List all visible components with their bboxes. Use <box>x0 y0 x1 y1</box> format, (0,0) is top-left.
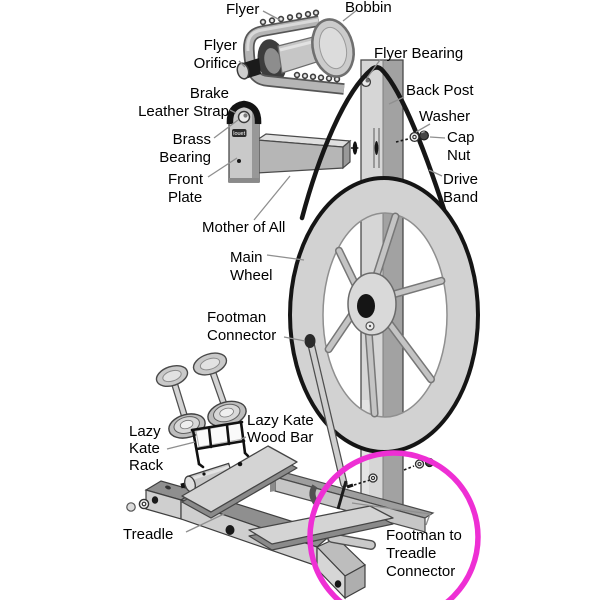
label-lazy-kate-rack-1: Lazy <box>129 423 161 440</box>
label-drive-band-2: Band <box>443 189 478 206</box>
treadle-pivot-bar <box>180 462 235 493</box>
label-lazy-kate-wood-bar-1: Lazy Kate <box>247 412 314 429</box>
treadle-plate-right <box>248 505 394 551</box>
label-front-plate-1: Front <box>168 171 204 188</box>
label-footman-to-treadle-3: Connector <box>386 563 455 580</box>
label-washer: Washer <box>419 108 470 125</box>
bobbin-disc <box>311 18 355 78</box>
footman-to-treadle-connector-part <box>336 480 348 510</box>
base-and-treadle <box>126 445 435 600</box>
label-cap-nut-2: Nut <box>447 147 471 164</box>
label-flyer: Flyer <box>226 1 259 18</box>
label-brass-bearing-1: Brass <box>173 131 211 148</box>
label-brake-strap-1: Brake <box>190 85 229 102</box>
wheel-hub <box>347 272 397 336</box>
label-brass-bearing-2: Bearing <box>159 149 211 166</box>
mounting-screw <box>352 141 358 155</box>
label-main-wheel-2: Wheel <box>230 267 273 284</box>
label-bobbin: Bobbin <box>345 0 392 16</box>
label-cap-nut-1: Cap <box>447 129 475 146</box>
label-brake-strap-2: Leather Strap <box>138 103 229 120</box>
drive-band-part <box>299 65 453 231</box>
front-plate-part: louet <box>226 100 262 183</box>
label-footman-connector-2: Connector <box>207 327 276 344</box>
louet-logo: louet <box>232 129 247 137</box>
louet-logo-text: louet <box>233 131 245 137</box>
label-back-post: Back Post <box>406 82 474 99</box>
label-lazy-kate-rack-3: Rack <box>129 457 164 474</box>
label-footman-to-treadle-2: Treadle <box>386 545 436 562</box>
mother-of-all-beam <box>255 133 360 174</box>
flyer-bobbin-assembly <box>236 9 355 95</box>
label-footman-to-treadle-1: Footman to <box>386 527 462 544</box>
highlight-circle <box>307 450 481 600</box>
treadle-washers <box>126 498 150 512</box>
label-flyer-bearing: Flyer Bearing <box>374 45 463 62</box>
main-wheel-part <box>288 176 480 454</box>
lazy-kate-bobbin-right <box>207 400 247 428</box>
label-footman-connector-1: Footman <box>207 309 266 326</box>
label-mother-of-all: Mother of All <box>202 219 285 236</box>
label-lazy-kate-rack-2: Kate <box>129 440 160 457</box>
flyer-hooks-top <box>259 9 320 28</box>
washer-part <box>409 131 420 143</box>
label-drive-band-1: Drive <box>443 171 478 188</box>
label-flyer-orifice-1: Flyer <box>204 37 237 54</box>
post-base-screw-left <box>346 473 378 489</box>
footman-rod <box>304 334 348 488</box>
flyer-orifice-part <box>236 58 261 80</box>
label-lazy-kate-wood-bar-2: Wood Bar <box>247 429 313 446</box>
flyer-u-arm <box>243 15 345 95</box>
label-main-wheel-1: Main <box>230 249 263 266</box>
cap-nut-part <box>419 130 430 141</box>
label-treadle: Treadle <box>123 526 173 543</box>
treadle-plate-left <box>181 445 298 519</box>
wheel-spokes <box>324 212 446 418</box>
center-rail-front-block <box>315 537 367 600</box>
lazy-kate-assembly <box>155 352 250 469</box>
leader-lines <box>166 9 446 533</box>
washer-capnut-icons <box>395 130 430 143</box>
brass-bearing-part <box>237 110 251 124</box>
brake-leather-strap-part <box>226 100 262 125</box>
footman-connector-peg <box>304 334 316 348</box>
label-flyer-orifice-2: Orifice <box>194 55 237 72</box>
treadle-dowel <box>327 533 376 550</box>
label-front-plate-2: Plate <box>168 189 202 206</box>
lazy-kate-rack-part <box>190 420 250 469</box>
labels: Flyer Bobbin Flyer Orifice Flyer Bearing… <box>123 0 478 580</box>
